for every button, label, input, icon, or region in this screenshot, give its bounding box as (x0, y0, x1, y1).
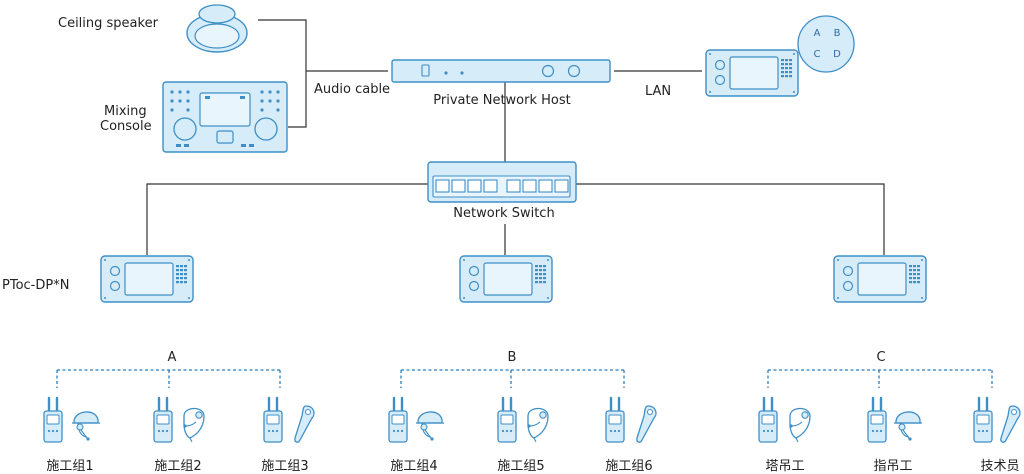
helmet-headset-icon (415, 411, 445, 442)
member-label: 塔吊工 (765, 459, 805, 474)
audio-cable-label: Audio cable (314, 82, 391, 97)
connection-lines (146, 19, 885, 255)
keypad-key-c: C (813, 49, 821, 60)
helmet-headset-icon (893, 411, 923, 442)
keypad-key-b: B (833, 28, 841, 39)
earpiece-icon (294, 405, 315, 443)
neckband-headset-icon (788, 407, 811, 443)
radio-unit-icon (387, 396, 409, 444)
group-label-c: C (876, 350, 886, 365)
network-switch-icon (427, 161, 577, 203)
keypad-key-d: D (833, 49, 841, 60)
ceiling-speaker-label: Ceiling speaker (58, 16, 158, 31)
private-network-host-icon (391, 59, 611, 83)
member-label: 施工组4 (390, 459, 438, 474)
group-label-b: B (507, 350, 517, 365)
switch-left-link (146, 183, 428, 255)
radio-unit-icon (152, 396, 174, 444)
neckband-headset-icon (526, 407, 549, 443)
radio-unit-icon (42, 396, 64, 444)
radio-unit-icon (972, 396, 994, 444)
abcd-keypad-icon (797, 15, 855, 73)
mixing-console-label-line2: Console (100, 119, 152, 134)
member-label: 指吊工 (873, 459, 913, 474)
group-label-a: A (167, 350, 177, 365)
helmet-headset-icon (71, 411, 101, 442)
neckband-headset-icon (182, 407, 205, 443)
radio-unit-icon (262, 396, 284, 444)
member-label: 技术员 (980, 459, 1020, 474)
member-label: 施工组2 (154, 459, 202, 474)
lan-terminal-icon (705, 49, 799, 97)
switch-right-link (576, 183, 885, 255)
radio-unit-icon (866, 396, 888, 444)
private-network-host-label: Private Network Host (433, 93, 571, 108)
speaker-link (258, 19, 307, 128)
network-switch-label: Network Switch (453, 206, 555, 221)
terminal-device-right (833, 255, 927, 303)
terminal-device-center (459, 255, 553, 303)
member-label: 施工组3 (261, 459, 309, 474)
mixing-console-label-line1: Mixing (104, 104, 147, 119)
mixing-console-icon (162, 81, 288, 153)
earpiece-icon (636, 405, 657, 443)
radio-unit-icon (496, 396, 518, 444)
keypad-key-a: A (813, 28, 821, 39)
radio-unit-icon (757, 396, 779, 444)
terminal-device-left (100, 255, 194, 303)
group-dashed-lines (56, 369, 993, 388)
member-label: 施工组5 (497, 459, 545, 474)
terminal-label: PToc-DP*N (2, 278, 70, 293)
ceiling-speaker-icon (186, 4, 248, 53)
lan-label: LAN (645, 84, 672, 99)
earpiece-icon (1000, 405, 1021, 443)
member-label: 施工组1 (46, 459, 94, 474)
radio-unit-icon (604, 396, 626, 444)
member-label: 施工组6 (605, 459, 653, 474)
